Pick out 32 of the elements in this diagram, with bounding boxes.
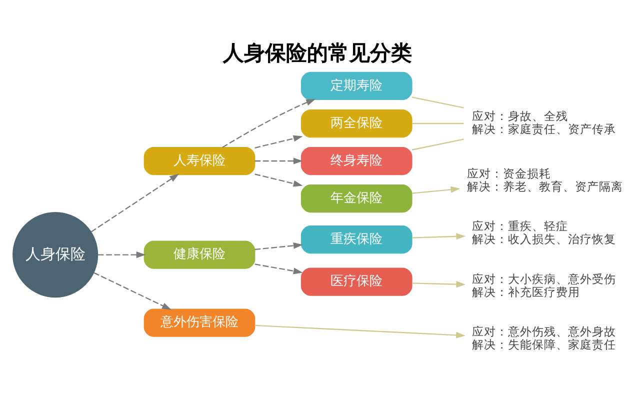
arrow	[254, 135, 303, 148]
node-box: 意外伤害保险	[144, 308, 256, 337]
node-text: 应对：重疾、轻症 解决：收入损失、治疗恢复	[472, 219, 616, 246]
node-box: 年金保险	[300, 184, 412, 213]
arrow	[412, 281, 466, 288]
diagram-title: 人身保险的常见分类	[222, 40, 412, 66]
node-box: 健康保险	[144, 240, 256, 269]
arrow	[254, 324, 466, 338]
arrow	[222, 98, 316, 148]
node-text: 应对：大小疾病、意外受伤 解决：补充医疗费用	[472, 272, 616, 299]
node-box: 两全保险	[300, 109, 412, 138]
arrow	[254, 158, 303, 164]
arrow	[254, 174, 303, 187]
arrow	[412, 186, 460, 194]
node-text: 应对：意外伤残、意外身故 解决：失能保障、家庭责任	[472, 324, 616, 352]
node-box: 医疗保险	[300, 268, 412, 296]
node-box: 定期寿险	[300, 72, 412, 100]
arrow	[254, 264, 303, 274]
arrow	[94, 272, 172, 310]
connector	[412, 122, 464, 124]
connector	[412, 96, 464, 108]
node-text: 应对：资金损耗 解决：养老、教育、资产隔离	[466, 166, 623, 194]
arrow	[90, 174, 180, 232]
node-box: 重疾保险	[300, 226, 412, 254]
arrow	[412, 233, 466, 240]
arrow	[254, 242, 303, 250]
node-box: 人寿保险	[144, 146, 256, 176]
arrow	[98, 252, 146, 258]
node-text: 应对：身故、全残 解决：家庭责任、资产传承	[472, 108, 616, 136]
node-box: 终身寿险	[300, 146, 412, 176]
node-circle: 人身保险	[12, 212, 98, 298]
connector	[412, 138, 464, 150]
